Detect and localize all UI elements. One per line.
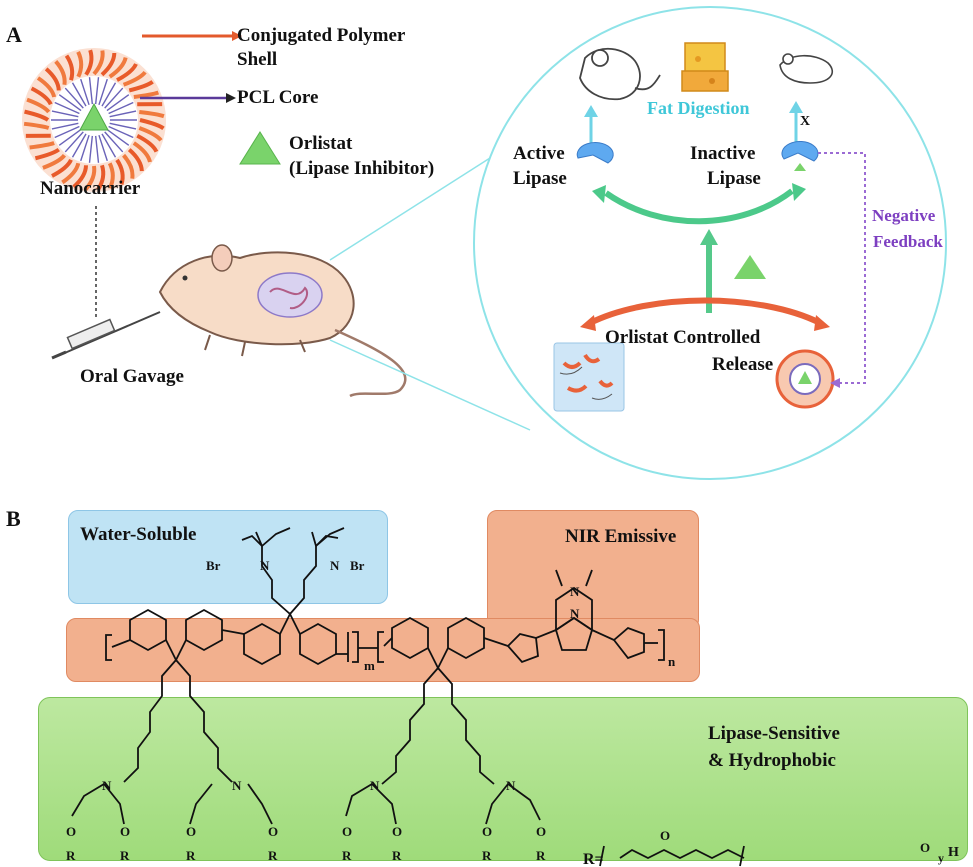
- legend-drug-line2: (Lipase Inhibitor): [289, 158, 435, 179]
- legend-core: PCL Core: [237, 87, 319, 108]
- atom-o-carbonyl: O: [660, 828, 670, 843]
- panel-a-label: A: [6, 22, 22, 47]
- subscript-y: y: [938, 851, 944, 865]
- atom-o-1: O: [66, 824, 76, 839]
- inactive-lipase-line2: Lipase: [707, 168, 761, 189]
- side-chain-right-up: [289, 546, 317, 615]
- lipase-sensitive-box: [38, 697, 968, 861]
- inactive-lipase-line1: Inactive: [690, 143, 756, 164]
- thiophene-2: [612, 626, 645, 660]
- lipase-sensitive-line2: & Hydrophobic: [708, 750, 836, 771]
- negative-feedback-line2: Feedback: [873, 232, 943, 251]
- release-line1: Orlistat Controlled: [605, 327, 761, 348]
- atom-o-ester: O: [920, 840, 930, 855]
- atom-o-2: O: [120, 824, 130, 839]
- cheese-icon: [681, 42, 729, 92]
- negative-feedback-path: [818, 152, 866, 384]
- nanocarrier-illustration: [22, 48, 166, 192]
- oral-gavage-label: Oral Gavage: [80, 366, 184, 387]
- orlistat-legend-icon: [239, 131, 281, 165]
- r-group-label: R=: [583, 851, 604, 867]
- inactive-up-arrow: [789, 101, 803, 143]
- atom-n-2: N: [232, 778, 242, 793]
- nanocarrier-label: Nanocarrier: [40, 178, 141, 199]
- green-curved-arrow: [604, 188, 794, 225]
- h-atom: H: [948, 845, 959, 860]
- atom-o-5: O: [342, 824, 352, 839]
- inactive-lipase-icon: [781, 141, 819, 162]
- orange-release-arc: [588, 297, 822, 326]
- polymer-shell-spikes: [23, 49, 165, 191]
- free-orlistat-icon: [734, 255, 766, 279]
- release-line2: Release: [712, 354, 774, 375]
- subscript-n: n: [668, 654, 676, 669]
- mechanism-circle: [473, 6, 947, 480]
- zoom-lines: [329, 157, 531, 431]
- water-soluble-label: Water-Soluble: [80, 524, 197, 545]
- nir-emissive-label: NIR Emissive: [565, 526, 677, 547]
- atom-r-2: R: [120, 848, 130, 863]
- atom-r-4: R: [268, 848, 278, 863]
- water-soluble-box: [68, 510, 388, 604]
- oral-gavage-scene: [51, 206, 407, 398]
- legend-shell-line1: Conjugated Polymer: [237, 25, 406, 46]
- syringe-icon: [51, 311, 161, 360]
- rat-icon: [158, 244, 407, 398]
- legend-drug-line1: Orlistat: [289, 133, 353, 154]
- lipase-sensitive-line1: Lipase-Sensitive: [708, 723, 840, 744]
- core-arrow-head: [226, 93, 236, 103]
- atom-r-1: R: [66, 848, 76, 863]
- atom-r-3: R: [186, 848, 196, 863]
- blocked-x-mark: X: [800, 114, 811, 129]
- fat-digestion-label: Fat Digestion: [647, 98, 750, 118]
- atom-n-pyrazine-1: N: [570, 584, 580, 599]
- atom-br-right: Br: [350, 558, 365, 573]
- active-mouse-icon: [579, 48, 661, 101]
- atom-n-1: N: [102, 778, 112, 793]
- atom-o-4: O: [268, 824, 278, 839]
- atom-o-6: O: [392, 824, 402, 839]
- inactive-mouse-icon: [779, 53, 834, 84]
- rat-gut-region: [257, 272, 323, 318]
- fluorene-unit-3: [391, 616, 485, 671]
- legend-shell-line2: Shell: [237, 49, 278, 70]
- atom-n-pyrazine-2: N: [570, 606, 580, 621]
- atom-r-8: R: [536, 848, 546, 863]
- orlistat-triangle-in-core: [79, 102, 109, 131]
- fluorene-unit-1: [129, 608, 223, 663]
- pcl-core-rays: [51, 77, 137, 163]
- atom-r-7: R: [482, 848, 492, 863]
- atom-n-plus-2: N: [330, 558, 340, 573]
- atom-n-4: N: [506, 778, 516, 793]
- active-lipase-line2: Lipase: [513, 168, 567, 189]
- atom-br-left: Br: [206, 558, 221, 573]
- atom-r-5: R: [342, 848, 352, 863]
- atom-o-3: O: [186, 824, 196, 839]
- negative-feedback-line1: Negative: [872, 206, 936, 225]
- atom-o-8: O: [536, 824, 546, 839]
- thiophene-1: [506, 633, 539, 664]
- legend-arrows: [140, 31, 242, 103]
- degraded-polymer-box: [553, 342, 625, 412]
- subscript-m: m: [364, 658, 375, 673]
- active-lipase-line1: Active: [513, 143, 565, 164]
- atom-n-plus: N: [260, 558, 270, 573]
- bound-orlistat-icon: [794, 163, 806, 171]
- shell-arrow-head: [232, 31, 242, 41]
- thienopyrazine-unit: [554, 569, 594, 651]
- fluorene-unit-2: [243, 611, 337, 666]
- panel-b-label: B: [6, 506, 21, 531]
- atom-o-7: O: [482, 824, 492, 839]
- side-chain-left-up: [261, 546, 291, 615]
- atom-n-3: N: [370, 778, 380, 793]
- atom-r-6: R: [392, 848, 402, 863]
- polymer-structure: Br N N Br N N N N N N O O O O O O O O R …: [66, 527, 959, 867]
- active-lipase-icon: [576, 142, 614, 164]
- active-up-arrow: [584, 105, 598, 143]
